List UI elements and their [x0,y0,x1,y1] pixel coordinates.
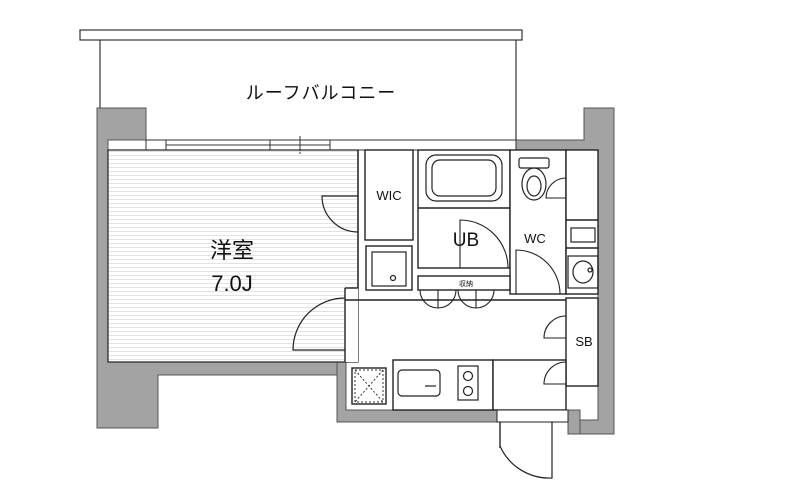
bathtub-icon [425,154,503,202]
roof-balcony [79,29,523,140]
door-swing-icon [543,315,567,339]
wc-label: WC [524,231,546,246]
entrance-door [496,409,569,479]
door-swing-icon [459,219,509,269]
laundry-pan-icon [371,251,407,287]
partitions [344,149,599,411]
door-swing-icon [499,422,553,479]
sb-label: SB [575,334,592,349]
storage-label: 収納 [459,279,473,288]
sink-icon [397,369,441,397]
ub-label: UB [453,230,479,251]
door-swing-icon [515,249,561,295]
western-room-label: 洋室 [210,238,254,263]
western-room [107,149,359,363]
storage-doors [419,289,495,309]
washbasin-icon [567,227,599,289]
door-swing-icon [292,297,346,351]
wic-label: WIC [376,188,401,203]
door-swing-icon [543,361,567,385]
roof-balcony-label: ルーフバルコニー [246,83,397,103]
room-size-label: 7.0J [211,271,253,296]
door-swing-icon [545,177,567,199]
door-swing-icon [321,195,359,233]
stove-icon [457,365,479,401]
toilet-icon [518,157,550,201]
refrigerator-space-icon [354,369,384,403]
